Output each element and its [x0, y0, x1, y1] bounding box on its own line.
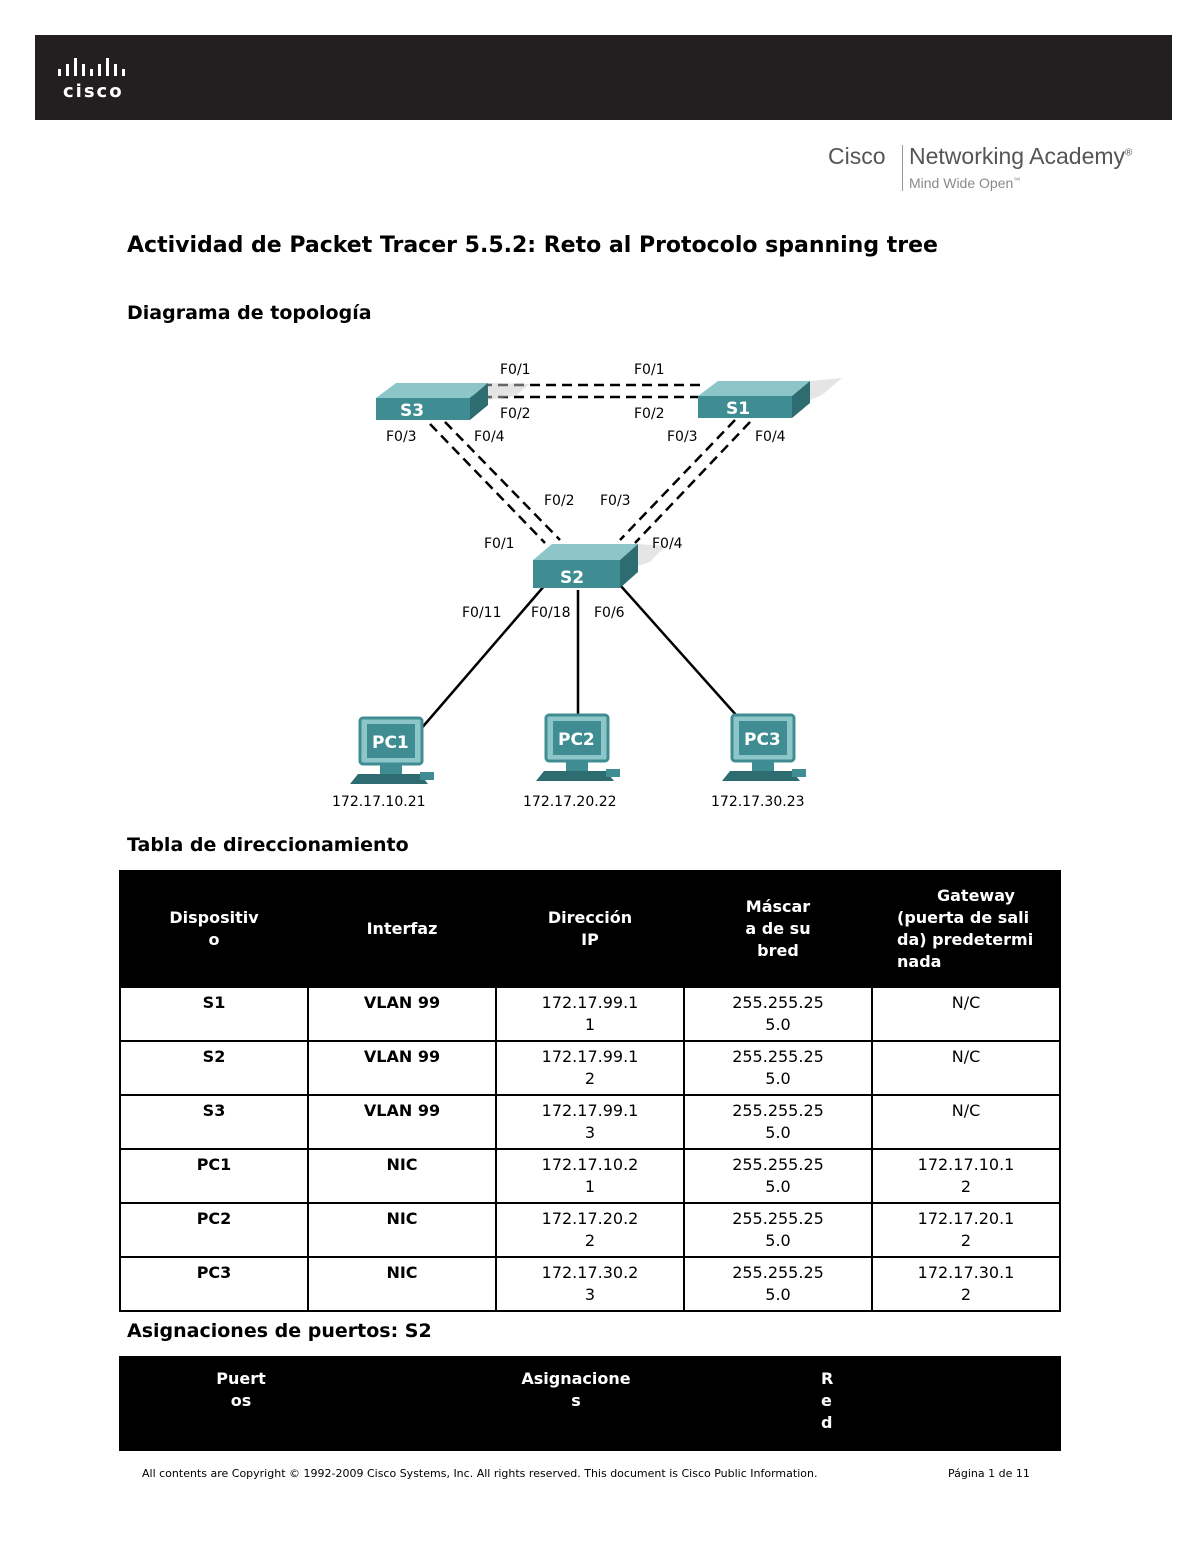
cell-device: PC1: [119, 1148, 309, 1204]
port-label: F0/2: [544, 493, 575, 509]
cell-mask: 255.255.255.0: [683, 1256, 873, 1312]
cell-device: S3: [119, 1094, 309, 1150]
pc2-label: PC2: [558, 730, 595, 750]
document-title: Actividad de Packet Tracer 5.5.2: Reto a…: [127, 233, 938, 258]
pc3-icon: PC3: [722, 713, 806, 781]
cell-interface: VLAN 99: [307, 986, 497, 1042]
switch-s3: S3: [376, 383, 530, 421]
port-label: F0/2: [500, 406, 531, 422]
cell-ip: 172.17.99.13: [495, 1094, 685, 1150]
brand-separator: [902, 145, 903, 191]
cell-interface: VLAN 99: [307, 1094, 497, 1150]
pc2-ip: 172.17.20.22: [523, 794, 617, 810]
header-ip: Dirección IP: [495, 870, 685, 988]
cell-device: PC2: [119, 1202, 309, 1258]
header-device: Dispositivo: [119, 870, 309, 988]
header-network: Red: [789, 1356, 1061, 1451]
cell-interface: VLAN 99: [307, 1040, 497, 1096]
cell-device: PC3: [119, 1256, 309, 1312]
pc2-icon: PC2: [536, 713, 620, 781]
networking-academy-brand: Cisco Networking Academy® Mind Wide Open…: [828, 143, 1168, 198]
addressing-heading: Tabla de direccionamiento: [127, 834, 409, 856]
cell-ip: 172.17.10.21: [495, 1148, 685, 1204]
cell-interface: NIC: [307, 1202, 497, 1258]
pc3-ip: 172.17.30.23: [711, 794, 805, 810]
header-banner: cisco: [35, 35, 1172, 120]
switch-s1: S1: [698, 378, 842, 419]
topology-heading: Diagrama de topología: [127, 302, 372, 324]
pc1-ip: 172.17.10.21: [332, 794, 426, 810]
header-interface: Interfaz: [307, 870, 497, 988]
cell-ip: 172.17.20.22: [495, 1202, 685, 1258]
cisco-logo: cisco: [58, 58, 125, 100]
port-label: F0/1: [500, 362, 531, 378]
header-mask: Máscara de subred: [683, 870, 873, 988]
cell-ip: 172.17.99.11: [495, 986, 685, 1042]
cell-interface: NIC: [307, 1148, 497, 1204]
access-links: [419, 584, 746, 731]
brand-cisco: Cisco: [828, 143, 886, 169]
cell-mask: 255.255.255.0: [683, 1202, 873, 1258]
pc1-label: PC1: [372, 733, 409, 753]
footer-copyright: All contents are Copyright © 1992-2009 C…: [142, 1467, 818, 1480]
port-label: F0/4: [652, 536, 683, 552]
port-label: F0/3: [386, 429, 417, 445]
cell-mask: 255.255.255.0: [683, 1148, 873, 1204]
topology-diagram: S3 S1 S2 PC1 PC2 PC3: [332, 362, 842, 810]
port-label: F0/4: [755, 429, 786, 445]
port-label: F0/4: [474, 429, 505, 445]
cell-mask: 255.255.255.0: [683, 1040, 873, 1096]
cell-gateway: N/C: [871, 986, 1061, 1042]
cell-gateway: 172.17.20.12: [871, 1202, 1061, 1258]
port-label: F0/3: [600, 493, 631, 509]
cell-device: S2: [119, 1040, 309, 1096]
port-label: F0/6: [594, 605, 625, 621]
cell-gateway: 172.17.30.12: [871, 1256, 1061, 1312]
cell-interface: NIC: [307, 1256, 497, 1312]
cell-mask: 255.255.255.0: [683, 1094, 873, 1150]
cell-ip: 172.17.30.23: [495, 1256, 685, 1312]
s2-label: S2: [560, 568, 584, 588]
cell-ip: 172.17.99.12: [495, 1040, 685, 1096]
cell-mask: 255.255.255.0: [683, 986, 873, 1042]
switch-s2: S2: [533, 544, 665, 588]
addressing-header-row: Dispositivo Interfaz Dirección IP Máscar…: [119, 870, 1061, 988]
brand-tagline: Mind Wide Open™: [909, 175, 1021, 191]
port-assignments-table: Puertos Asignaciones Red: [119, 1356, 1061, 1451]
cell-device: S1: [119, 986, 309, 1042]
port-label: F0/11: [462, 605, 502, 621]
s1-label: S1: [726, 399, 750, 419]
header-gateway: Gateway (puerta de salida) predeterminad…: [871, 870, 1061, 988]
pc3-label: PC3: [744, 730, 781, 750]
footer-page-number: Página 1 de 11: [948, 1467, 1030, 1480]
s3-label: S3: [400, 401, 424, 421]
cell-gateway: 172.17.10.12: [871, 1148, 1061, 1204]
port-label: F0/2: [634, 406, 665, 422]
port-label: F0/18: [531, 605, 571, 621]
brand-academy: Networking Academy®: [909, 143, 1133, 169]
port-label: F0/1: [634, 362, 665, 378]
port-label: F0/1: [484, 536, 515, 552]
header-assignments: Asignaciones: [363, 1356, 789, 1451]
cell-gateway: N/C: [871, 1094, 1061, 1150]
ports-header-row: Puertos Asignaciones Red: [119, 1356, 1061, 1451]
header-ports: Puertos: [119, 1356, 363, 1451]
port-assignments-heading: Asignaciones de puertos: S2: [127, 1320, 432, 1342]
cell-gateway: N/C: [871, 1040, 1061, 1096]
addressing-table: Dispositivo Interfaz Dirección IP Máscar…: [119, 870, 1061, 1312]
pc1-icon: PC1: [350, 716, 434, 784]
port-label: F0/3: [667, 429, 698, 445]
cisco-logo-text: cisco: [63, 81, 124, 100]
